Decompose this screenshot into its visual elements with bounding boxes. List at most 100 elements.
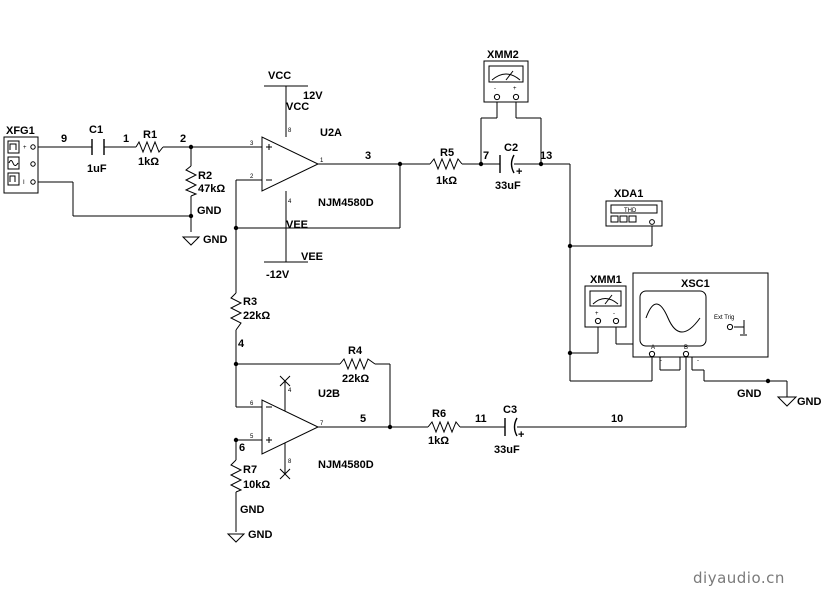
c3-value: 33uF — [494, 444, 520, 456]
resistor-r2[interactable]: R2 47kΩ GND — [184, 165, 225, 217]
r2-value: 47kΩ — [198, 183, 225, 195]
r3-value: 22kΩ — [243, 310, 270, 322]
svg-text:+: + — [518, 429, 524, 441]
function-generator-xfg1[interactable]: + I XFG1 — [3, 125, 39, 194]
net-label-11: 11 — [475, 413, 487, 425]
vcc-label: VCC — [268, 70, 291, 82]
vee-voltage: -12V — [266, 269, 290, 281]
multimeter-xmm1[interactable]: + - XMM1 — [584, 274, 627, 328]
opamp-u2b[interactable]: 6 5 7 4 8 U2B NJM4580D — [250, 375, 374, 480]
r7-ref: R7 — [243, 464, 257, 476]
c2-ref: C2 — [504, 142, 518, 154]
resistor-r3[interactable]: R3 22kΩ — [229, 292, 270, 331]
net-label-1: 1 — [123, 133, 129, 145]
net-label-3: 3 — [365, 150, 371, 162]
net-label-9: 9 — [61, 133, 67, 145]
r5-value: 1kΩ — [436, 175, 457, 187]
r1-value: 1kΩ — [138, 156, 159, 168]
resistor-r5[interactable]: R5 1kΩ — [429, 147, 463, 187]
c3-ref: C3 — [503, 404, 517, 416]
multimeter-xmm2[interactable]: - + XMM2 — [483, 49, 529, 103]
wires — [38, 86, 788, 532]
svg-text:8: 8 — [288, 459, 292, 465]
net-label-6: 6 — [239, 442, 245, 454]
svg-text:2: 2 — [250, 174, 254, 180]
vcc-voltage: 12V — [303, 90, 323, 102]
svg-text:B: B — [684, 345, 688, 351]
xsc1-label: XSC1 — [681, 278, 710, 290]
svg-text:-: - — [494, 86, 496, 92]
r2-gnd-label: GND — [197, 205, 222, 217]
vcc-net-label: VCC — [286, 101, 309, 113]
r7-value: 10kΩ — [243, 479, 270, 491]
capacitor-c1[interactable]: C1 1uF — [87, 124, 107, 175]
svg-text:4: 4 — [288, 388, 292, 394]
r1-ref: R1 — [143, 129, 157, 141]
net-label-10: 10 — [611, 413, 623, 425]
oscilloscope-xsc1[interactable]: Ext Trig A B - - XSC1 — [632, 272, 769, 364]
r2-ref: R2 — [198, 170, 212, 182]
ground-symbol-bottom: GND — [226, 529, 273, 543]
r4-ref: R4 — [348, 345, 363, 357]
u2b-ref: U2B — [318, 388, 340, 400]
r7-gnd-label: GND — [240, 504, 265, 516]
r6-ref: R6 — [432, 408, 446, 420]
capacitor-c3[interactable]: + C3 33uF — [494, 404, 524, 456]
svg-text:4: 4 — [288, 199, 292, 205]
c1-value: 1uF — [87, 163, 107, 175]
vcc-source: VCC 12V VCC — [264, 70, 323, 113]
opamp-u2a[interactable]: 3 2 1 8 4 U2A NJM4580D — [250, 127, 374, 209]
xda1-display: THD — [624, 208, 637, 214]
svg-text:+: + — [23, 145, 27, 151]
vee-label: VEE — [301, 251, 323, 263]
xfg1-label: XFG1 — [6, 125, 35, 137]
net-label-7: 7 — [483, 150, 489, 162]
gnd-label-bottom: GND — [248, 529, 273, 541]
svg-text:-: - — [613, 311, 615, 317]
gnd-label-1: GND — [203, 234, 228, 246]
svg-text:+: + — [516, 166, 522, 178]
resistor-r1[interactable]: R1 1kΩ — [135, 129, 164, 168]
svg-text:-: - — [660, 358, 662, 364]
xda1-label: XDA1 — [614, 188, 643, 200]
u2b-part: NJM4580D — [318, 459, 374, 471]
c2-value: 33uF — [495, 180, 521, 192]
svg-text:3: 3 — [250, 141, 254, 147]
u2a-ref: U2A — [320, 127, 342, 139]
svg-text:+: + — [595, 311, 599, 317]
net-label-4: 4 — [238, 338, 245, 350]
svg-text:7: 7 — [320, 421, 324, 427]
resistor-r7[interactable]: R7 10kΩ GND — [229, 459, 270, 516]
svg-text:8: 8 — [288, 128, 292, 134]
vee-net-label: VEE — [286, 219, 308, 231]
r6-value: 1kΩ — [428, 435, 449, 447]
net-labels: 9 1 2 3 7 13 4 5 11 10 6 — [61, 133, 623, 454]
net-label-5: 5 — [360, 413, 366, 425]
resistor-r6[interactable]: R6 1kΩ — [427, 408, 461, 447]
svg-text:A: A — [651, 345, 655, 351]
c1-ref: C1 — [89, 124, 103, 136]
ground-symbol-1: GND — [181, 234, 228, 246]
distortion-analyzer-xda1[interactable]: THD XDA1 — [605, 188, 663, 227]
svg-text:6: 6 — [250, 401, 254, 407]
xsc1-ext-trig: Ext Trig — [714, 315, 734, 321]
svg-text:5: 5 — [250, 434, 254, 440]
ground-symbol-scope: GND GND — [737, 388, 822, 408]
xmm2-label: XMM2 — [487, 49, 519, 61]
junctions — [188, 144, 771, 443]
gnd-label-scope: GND — [737, 388, 762, 400]
watermark-text: diyaudio.cn — [693, 569, 785, 587]
svg-text:1: 1 — [320, 158, 324, 164]
xmm1-label: XMM1 — [590, 274, 622, 286]
gnd-label-scope-2: GND — [797, 396, 822, 408]
r4-value: 22kΩ — [342, 373, 369, 385]
r3-ref: R3 — [243, 296, 257, 308]
svg-text:I: I — [23, 180, 25, 186]
resistor-r4[interactable]: R4 22kΩ — [339, 345, 376, 385]
svg-text:-: - — [697, 358, 699, 364]
net-label-13: 13 — [540, 150, 552, 162]
capacitor-c2[interactable]: + C2 33uF — [495, 142, 522, 192]
r5-ref: R5 — [440, 147, 454, 159]
vee-source: VEE VEE -12V — [264, 219, 323, 281]
